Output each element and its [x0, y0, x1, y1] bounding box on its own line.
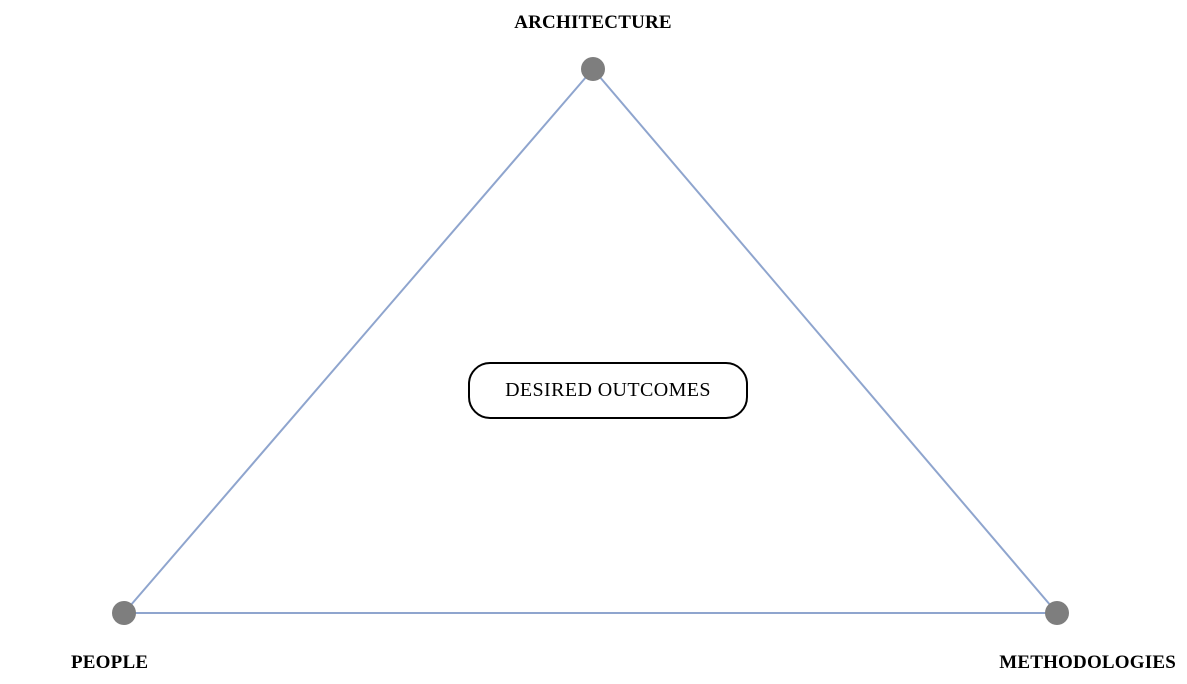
- center-node-label: DESIRED OUTCOMES: [505, 379, 711, 401]
- node-label-people: PEOPLE: [71, 652, 149, 673]
- node-group: [112, 57, 1069, 625]
- edge-architecture-people: [123, 68, 594, 614]
- node-label-architecture: ARCHITECTURE: [514, 12, 672, 33]
- node-architecture[interactable]: [581, 57, 605, 81]
- node-people[interactable]: [112, 601, 136, 625]
- node-methodologies[interactable]: [1045, 601, 1069, 625]
- node-label-methodologies: METHODOLOGIES: [999, 652, 1176, 673]
- edge-group: [123, 68, 1058, 614]
- center-node-desired-outcomes[interactable]: DESIRED OUTCOMES: [468, 362, 748, 419]
- edge-architecture-methodologies: [592, 68, 1058, 614]
